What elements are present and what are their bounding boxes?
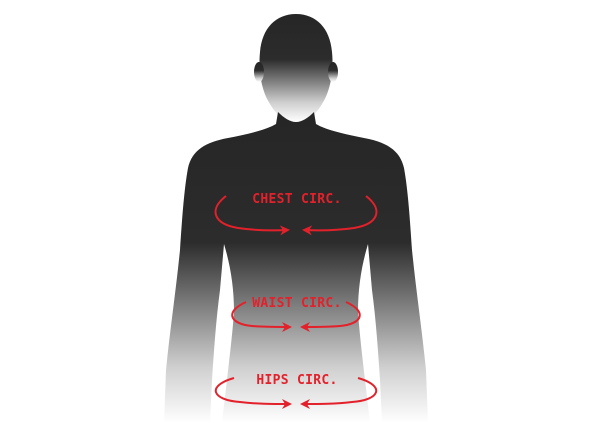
waist-circ-label: WAIST CIRC.	[252, 296, 341, 311]
left-ear-shape	[254, 62, 264, 82]
chest-measurement: CHEST CIRC.	[214, 192, 378, 236]
hips-ring-left-arrow	[214, 377, 292, 409]
chest-circ-label: CHEST CIRC.	[252, 192, 341, 207]
waist-measurement: WAIST CIRC.	[231, 296, 361, 332]
head-shape	[259, 14, 333, 122]
waist-ring-left-arrow	[231, 301, 292, 332]
right-ear-shape	[328, 62, 338, 82]
chest-ring-right-arrow	[302, 195, 378, 236]
hips-circ-label: HIPS CIRC.	[256, 373, 337, 388]
hips-measurement: HIPS CIRC.	[214, 373, 378, 409]
waist-ring-right-arrow	[300, 301, 361, 332]
chest-ring-left-arrow	[214, 195, 290, 236]
human-silhouette	[164, 14, 428, 423]
hips-ring-right-arrow	[300, 377, 378, 409]
torso-arms-shape	[164, 112, 428, 423]
